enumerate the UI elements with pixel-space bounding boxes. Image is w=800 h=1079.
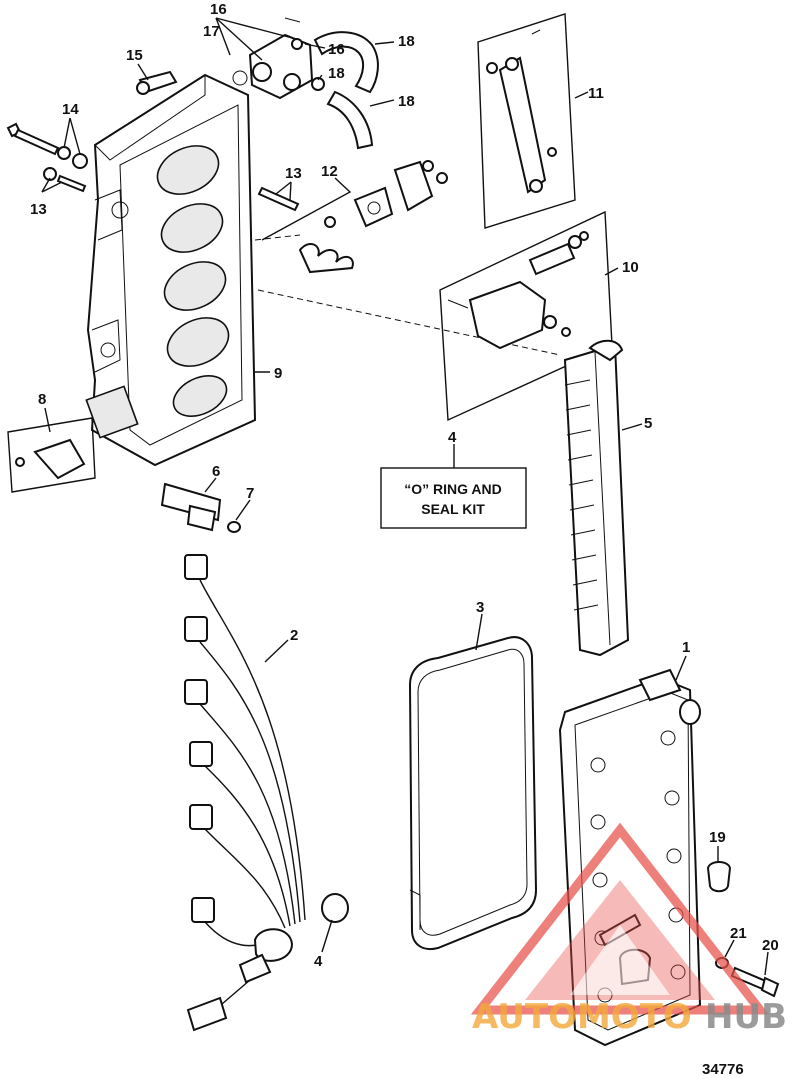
- part-1-cover: [558, 668, 702, 1047]
- part-15-fitting: [136, 70, 178, 95]
- watermark-triangle-cut: [570, 925, 670, 995]
- callout-16b: 16: [328, 41, 345, 58]
- callout-15: 15: [126, 47, 143, 64]
- callout-21: 21: [730, 925, 747, 942]
- callout-4a: 4: [448, 429, 457, 446]
- callout-11: 11: [588, 85, 604, 102]
- part-13-stud-right: [257, 186, 300, 212]
- part-8-cover-plate-box: [7, 417, 96, 493]
- part-10-box: [439, 210, 613, 422]
- watermark-logo: [470, 822, 770, 1015]
- part-19-nut: [706, 861, 732, 893]
- callout-17: 17: [203, 23, 220, 40]
- watermark-text-right: HUB: [705, 997, 787, 1037]
- callout-4b: 4: [314, 953, 323, 970]
- callout-13b: 13: [285, 165, 302, 182]
- part-3-gasket: [408, 636, 538, 950]
- part-7-seal: [227, 521, 241, 533]
- part-number: 34776: [702, 1061, 744, 1078]
- callouts: 16 17 16 18 18 18 15 14 13 13 12 9 11 10…: [30, 1, 779, 970]
- callout-18b: 18: [398, 33, 415, 50]
- part-13-stud-left: [43, 167, 87, 193]
- callout-8: 8: [38, 391, 46, 408]
- callout-5: 5: [644, 415, 652, 432]
- part-17-water-fitting: [232, 17, 325, 100]
- kit-box-line2: SEAL KIT: [421, 501, 485, 517]
- kit-box: “O” RING AND SEAL KIT: [380, 467, 527, 529]
- callout-19: 19: [709, 829, 726, 846]
- part-11-lever-box: [477, 13, 576, 229]
- callout-3: 3: [476, 599, 484, 616]
- part-2-harness: [184, 554, 349, 1032]
- part-20-bolt: [730, 966, 780, 998]
- callout-20: 20: [762, 937, 779, 954]
- leader-lines: [41, 17, 769, 976]
- part-14-bolt: [6, 122, 88, 169]
- callout-12: 12: [321, 163, 338, 180]
- callout-7: 7: [246, 485, 254, 502]
- callout-2: 2: [290, 627, 298, 644]
- callout-18c: 18: [398, 93, 415, 110]
- watermark-text-left: AUTOMOTO: [472, 997, 692, 1037]
- part-18-hose-lower: [326, 90, 374, 150]
- callout-13a: 13: [30, 201, 47, 218]
- part-5-rail: [563, 339, 630, 657]
- callout-6: 6: [212, 463, 220, 480]
- part-9-manifold: [85, 73, 561, 467]
- part-18-hose-upper: [313, 31, 379, 94]
- callout-18a: 18: [328, 65, 345, 82]
- part-12-linkage: [298, 160, 448, 274]
- watermark-triangle-outer: [470, 822, 770, 1015]
- callout-9: 9: [274, 365, 282, 382]
- callout-1: 1: [682, 639, 690, 656]
- kit-box-line1: “O” RING AND: [404, 481, 501, 497]
- part-6-injector: [160, 482, 222, 532]
- callout-14: 14: [62, 101, 79, 118]
- callout-10: 10: [622, 259, 639, 276]
- callout-16a: 16: [210, 1, 227, 18]
